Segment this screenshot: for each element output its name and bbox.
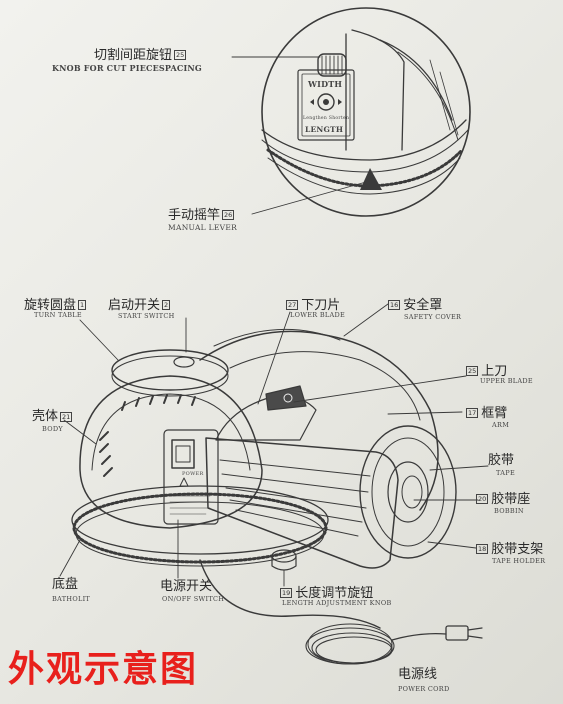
label-bobbin-num: 20 bbox=[476, 493, 489, 504]
label-turn-zh: 旋转圆盘 bbox=[24, 298, 77, 313]
tape-dispenser-drawing bbox=[71, 328, 483, 665]
label-start-num: 2 bbox=[162, 299, 171, 310]
label-base-en: BATHOLIT bbox=[52, 595, 91, 603]
label-base: 底盘 bbox=[52, 577, 79, 592]
label-knob-en: KNOB FOR CUT PIECESPACING bbox=[52, 63, 202, 73]
label-lever-en: MANUAL LEVER bbox=[168, 223, 238, 232]
label-arm-zh: 框臂 bbox=[481, 406, 508, 421]
label-upper-zh: 上刀 bbox=[481, 364, 508, 379]
cut-spacing-knob-icon bbox=[317, 53, 347, 77]
label-power-en: ON/OFF SWITCH bbox=[162, 595, 225, 603]
label-lower-zh: 下刀片 bbox=[301, 298, 341, 313]
label-holder-zh: 胶带支架 bbox=[491, 542, 544, 557]
label-body-zh: 壳体 bbox=[32, 409, 59, 424]
label-bobbin-en: BOBBIN bbox=[494, 507, 524, 515]
panel-width-text: WIDTH bbox=[308, 79, 343, 89]
label-bobbin-zh: 胶带座 bbox=[491, 492, 531, 507]
label-start-zh: 启动开关 bbox=[108, 298, 161, 313]
label-power-cord: 电源线 bbox=[398, 667, 438, 682]
power-panel-text: POWER bbox=[182, 471, 204, 477]
label-holder-num: 18 bbox=[476, 543, 489, 554]
label-knob-zh: 切割间距旋钮 bbox=[94, 48, 173, 63]
label-cord-en: POWER CORD bbox=[398, 685, 450, 693]
label-power-switch: 电源开关 bbox=[160, 579, 213, 594]
label-length-num: 19 bbox=[280, 587, 293, 598]
label-tape: 胶带 bbox=[488, 453, 515, 468]
label-length-en: LENGTH ADJUSTMENT KNOB bbox=[282, 599, 392, 607]
label-lower-num: 27 bbox=[286, 299, 299, 310]
panel-scale-text: Lengthen Shorten bbox=[303, 116, 350, 121]
label-holder-en: TAPE HOLDER bbox=[492, 557, 546, 565]
label-lower-en: LOWER BLADE bbox=[290, 311, 346, 319]
power-panel bbox=[163, 429, 219, 525]
panel-length-text: LENGTH bbox=[305, 125, 344, 134]
label-upper-num: 25 bbox=[466, 365, 479, 376]
callout-leaders bbox=[59, 303, 489, 587]
label-upper-en: UPPER BLADE bbox=[480, 377, 533, 385]
label-lever-num: 26 bbox=[222, 209, 235, 220]
caption-title: 外观示意图 bbox=[8, 649, 199, 690]
label-turn-en: TURN TABLE bbox=[34, 311, 82, 319]
label-lever-zh: 手动摇竿 bbox=[168, 208, 221, 223]
label-body-num: 21 bbox=[60, 411, 73, 422]
label-safety-num: 16 bbox=[388, 299, 401, 310]
magnified-detail bbox=[231, 7, 471, 217]
label-arm-en: ARM bbox=[492, 421, 510, 429]
power-cord-icon bbox=[305, 623, 483, 665]
label-length-zh: 长度调节旋钮 bbox=[295, 586, 374, 601]
label-arm-num: 17 bbox=[466, 407, 479, 418]
label-tape-en: TAPE bbox=[496, 469, 515, 477]
label-knob-num: 25 bbox=[174, 49, 187, 60]
label-turn-num: 1 bbox=[78, 299, 87, 310]
manual-lever-icon bbox=[360, 168, 382, 190]
label-start-en: START SWITCH bbox=[118, 312, 175, 320]
label-safety-en: SAFETY COVER bbox=[404, 313, 462, 321]
label-safety-zh: 安全罩 bbox=[403, 298, 443, 313]
label-body-en: BODY bbox=[42, 425, 63, 433]
